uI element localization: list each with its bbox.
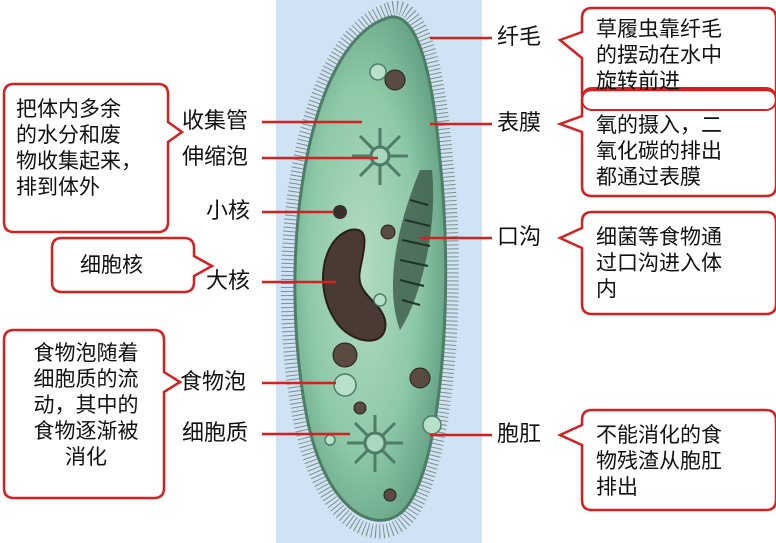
label-cilia: 纤毛	[497, 25, 542, 50]
label-anal-pore: 胞肛	[497, 422, 542, 447]
label-oral-groove: 口沟	[497, 225, 542, 250]
contractile-vacuole-top	[352, 128, 408, 185]
paramecium-body	[293, 15, 448, 522]
callout-contractile: 把体内多余的水分和废物收集起来，排到体外	[16, 97, 142, 199]
leader-lines	[262, 36, 492, 437]
contractile-vacuole-bottom	[347, 415, 403, 472]
light-vacuoles	[324, 63, 442, 446]
oral-groove-shape	[392, 170, 434, 330]
label-cytoplasm: 细胞质	[182, 421, 249, 446]
food-vacuoles	[332, 69, 431, 502]
label-contractile-vacuole: 伸缩泡	[182, 145, 249, 170]
callout-pellicle: 氧的摄入，二氧化碳的排出都通过表膜	[596, 113, 722, 189]
callout-food-vacuole: 食物泡随着细胞质的流动，其中的食物逐渐被消化	[33, 341, 139, 469]
callout-anal-pore: 不能消化的食物残渣从胞肛排出	[596, 423, 722, 499]
micronucleus-shape	[333, 205, 347, 219]
label-collecting-canal: 收集管	[182, 109, 249, 134]
cilia-callout-band	[581, 87, 776, 111]
cilia-fringe	[280, 1, 459, 539]
label-pellicle: 表膜	[497, 111, 542, 136]
label-food-vacuole: 食物泡	[180, 370, 247, 395]
callout-nucleus: 细胞核	[80, 253, 143, 277]
oral-groove-ridges	[399, 199, 431, 306]
label-micronucleus: 小核	[206, 199, 251, 224]
label-macronucleus: 大核	[206, 269, 251, 294]
callout-cilia: 草履虫靠纤毛的摆动在水中旋转前进	[596, 17, 722, 93]
callout-oral-groove: 细菌等食物通过口沟进入体内	[596, 225, 722, 301]
macronucleus-shape	[322, 228, 387, 342]
